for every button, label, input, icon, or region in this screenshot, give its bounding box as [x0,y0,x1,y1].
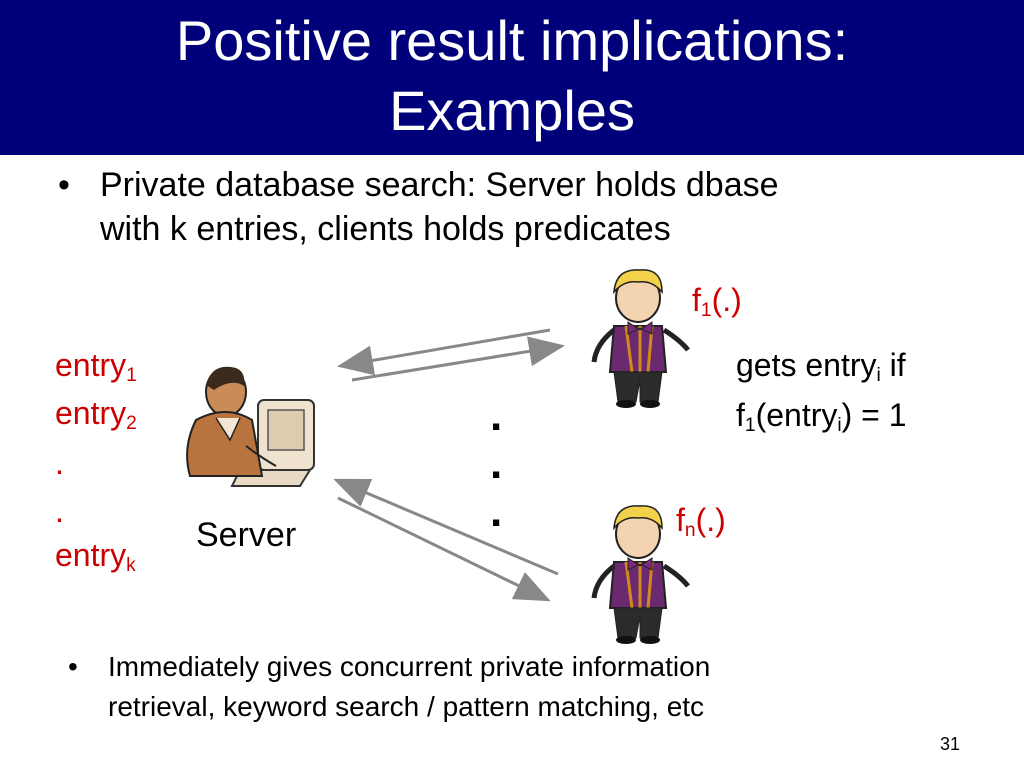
bullet-marker-2: • [68,651,78,682]
client-boy-icon [591,269,690,408]
slide-title: Positive result implications: Examples [0,6,1024,146]
entry-dot-1: . [55,445,64,481]
title-bar [0,0,1024,155]
server-computer-icon [186,366,315,487]
server-label: Server [196,516,297,554]
client-boy-icon [591,505,690,644]
arrow-client1-to-server [337,328,551,376]
title-line-1: Positive result implications: [175,9,849,72]
entry-k: entryk [55,537,136,576]
arrow-server-to-client1 [351,336,565,382]
entry-1: entry1 [55,347,137,386]
bullet-2-line-2: retrieval, keyword search / pattern matc… [108,691,705,722]
bullet-marker-1: • [58,166,70,204]
predicate-fn-label: fn(.) [676,502,726,541]
entry-2: entry2 [55,395,137,434]
vertical-dot-2: . [490,439,503,488]
arrow-server-to-clientn [337,496,551,602]
gets-line-2: f1(entryi) = 1 [736,397,907,436]
title-line-2: Examples [389,79,635,142]
vertical-dot-1: . [490,391,503,440]
vertical-dot-3: . [490,487,503,536]
arrow-clientn-to-server [333,478,559,576]
bullet-1-line-2: with k entries, clients holds predicates [100,210,671,248]
bullet-1-line-1: Private database search: Server holds db… [100,166,779,204]
gets-entry-text: gets entryi if f1(entryi) = 1 [736,340,907,440]
entry-dot-2: . [55,493,64,529]
page-number: 31 [939,734,960,754]
bullet-2-text: Immediately gives concurrent private inf… [108,647,928,727]
bullet-2-line-1: Immediately gives concurrent private inf… [108,651,711,682]
predicate-f1-label: f1(.) [692,282,742,321]
gets-line-1: gets entryi if [736,347,906,386]
bullet-1-text: Private database search: Server holds db… [100,163,779,251]
